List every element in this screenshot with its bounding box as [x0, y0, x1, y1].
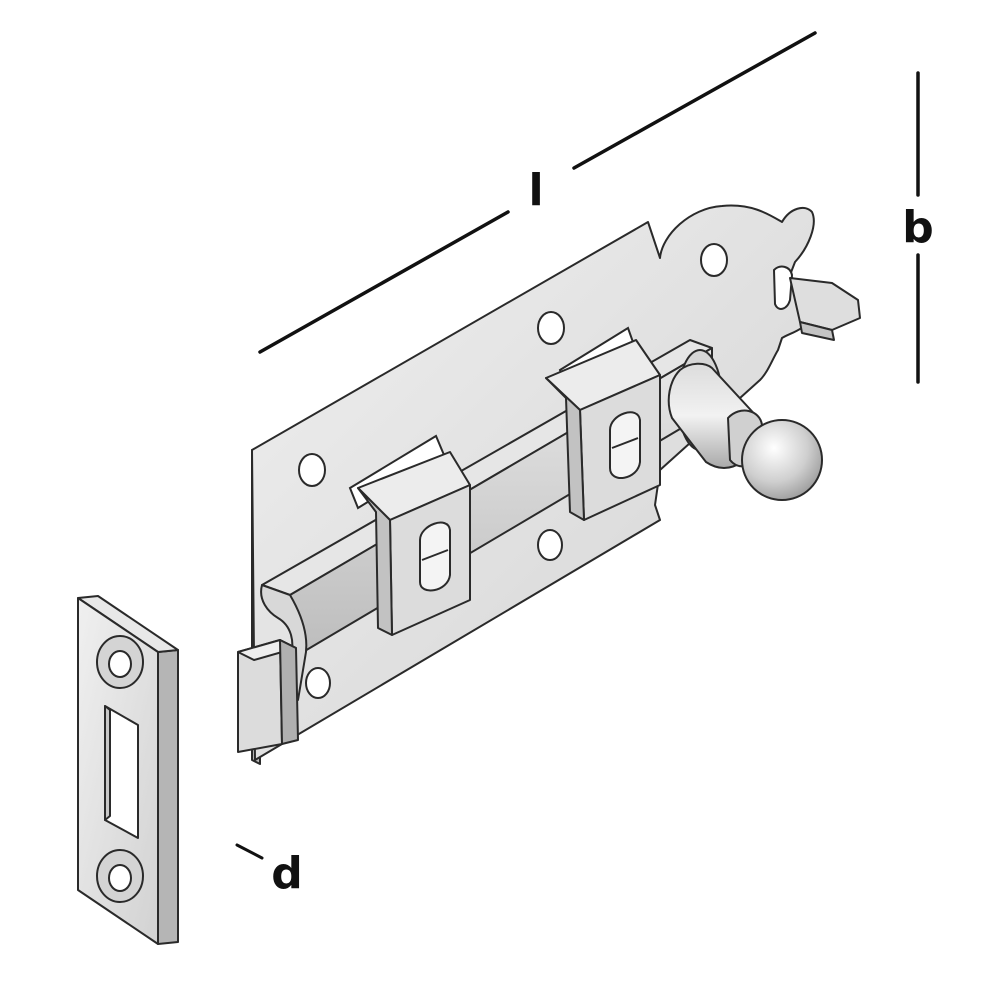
right-guide-bracket	[545, 339, 661, 521]
base-plate-notch	[773, 265, 793, 310]
strike-plate-slot-inner	[104, 705, 111, 821]
strike-hole-top-inner	[108, 650, 132, 678]
width-label: b	[902, 202, 934, 253]
bolt-tip-side	[279, 639, 299, 745]
base-plate-holes	[298, 243, 728, 699]
bolt-knob-handle	[667, 349, 823, 501]
depth-label: d	[271, 848, 303, 899]
screw-hole-icon	[305, 667, 331, 699]
screw-hole-icon	[298, 453, 326, 487]
strike-plate	[77, 595, 179, 945]
right-bracket-slot-line	[611, 437, 639, 449]
left-bracket-slot-line	[421, 549, 449, 561]
dimension-lines	[235, 31, 920, 860]
left-guide-bracket	[357, 451, 471, 636]
length-dim-line-upper	[572, 31, 817, 170]
screw-hole-icon	[700, 243, 728, 277]
right-bracket-slot	[609, 411, 641, 479]
right-bracket-side	[545, 377, 585, 521]
base-plate-tab-fold	[799, 321, 835, 341]
length-label: l	[528, 165, 543, 216]
depth-dim-tick	[235, 843, 264, 860]
strike-hole-bottom-inner	[108, 864, 132, 892]
screw-hole-icon	[537, 311, 565, 345]
knob-ball	[741, 419, 823, 501]
strike-plate-edge	[157, 649, 179, 945]
screw-hole-icon	[537, 529, 563, 561]
length-dim-line-lower	[258, 210, 510, 354]
left-bracket-side	[357, 487, 393, 636]
left-bracket-slot	[419, 521, 451, 592]
